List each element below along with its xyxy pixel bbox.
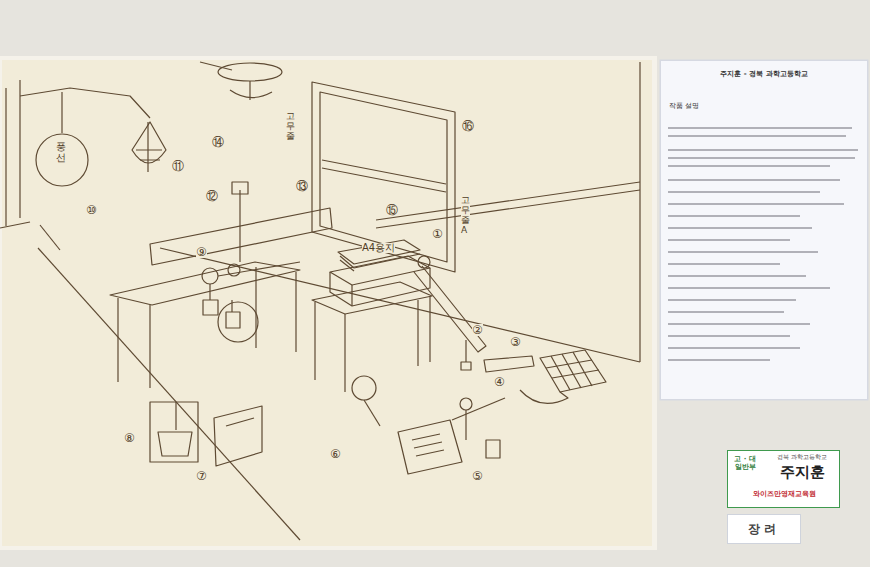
sheet-text-lines [668, 128, 858, 360]
description-sheet: 주지훈 - 경북 과학고등학교작품 설명 [660, 60, 868, 400]
organizer-name: 와이즈만영재교육원 [732, 491, 836, 499]
mat [0, 56, 657, 550]
callout-number: ⑦ [196, 470, 207, 482]
drawing-paper [2, 60, 652, 546]
part-label: 고무줄 [286, 112, 295, 142]
callout-number: ⑧ [124, 432, 135, 444]
callout-number: ⑫ [206, 190, 218, 202]
award-name: 장 려 [748, 522, 776, 536]
sheet-subheading: 작품 설명 [669, 101, 859, 111]
award-card: 장 려 [727, 514, 801, 544]
callout-number: ③ [510, 336, 521, 348]
callout-number: ⑩ [86, 204, 97, 216]
callout-number: ① [432, 228, 443, 240]
callout-number: ⑬ [296, 180, 308, 192]
callout-number: ⑥ [330, 448, 341, 460]
callout-number: ⑭ [212, 136, 224, 148]
part-label: A4용지 [362, 243, 395, 253]
part-label: 고무줄 A [461, 196, 470, 236]
name-badge: 고 · 대 일반부 경북 과학고등학교주지훈와이즈만영재교육원 [727, 450, 840, 508]
division-label: 고 · 대 일반부 [730, 455, 760, 472]
callout-number: ⑤ [472, 470, 483, 482]
school-name: 경북 과학고등학교 [766, 454, 838, 461]
callout-number: ② [472, 324, 483, 336]
callout-number: ⑪ [172, 160, 184, 172]
part-label: 풍선 [56, 141, 66, 163]
description-sheet [660, 60, 868, 400]
callout-number: ⑮ [386, 204, 398, 216]
callout-number: ⑯ [462, 120, 474, 132]
machine-drawing [0, 62, 640, 540]
student-name: 주지훈 [766, 464, 838, 481]
callout-number: ⑨ [196, 246, 207, 258]
sheet-heading: 주지훈 - 경북 과학고등학교 [669, 69, 859, 79]
callout-number: ④ [494, 376, 505, 388]
